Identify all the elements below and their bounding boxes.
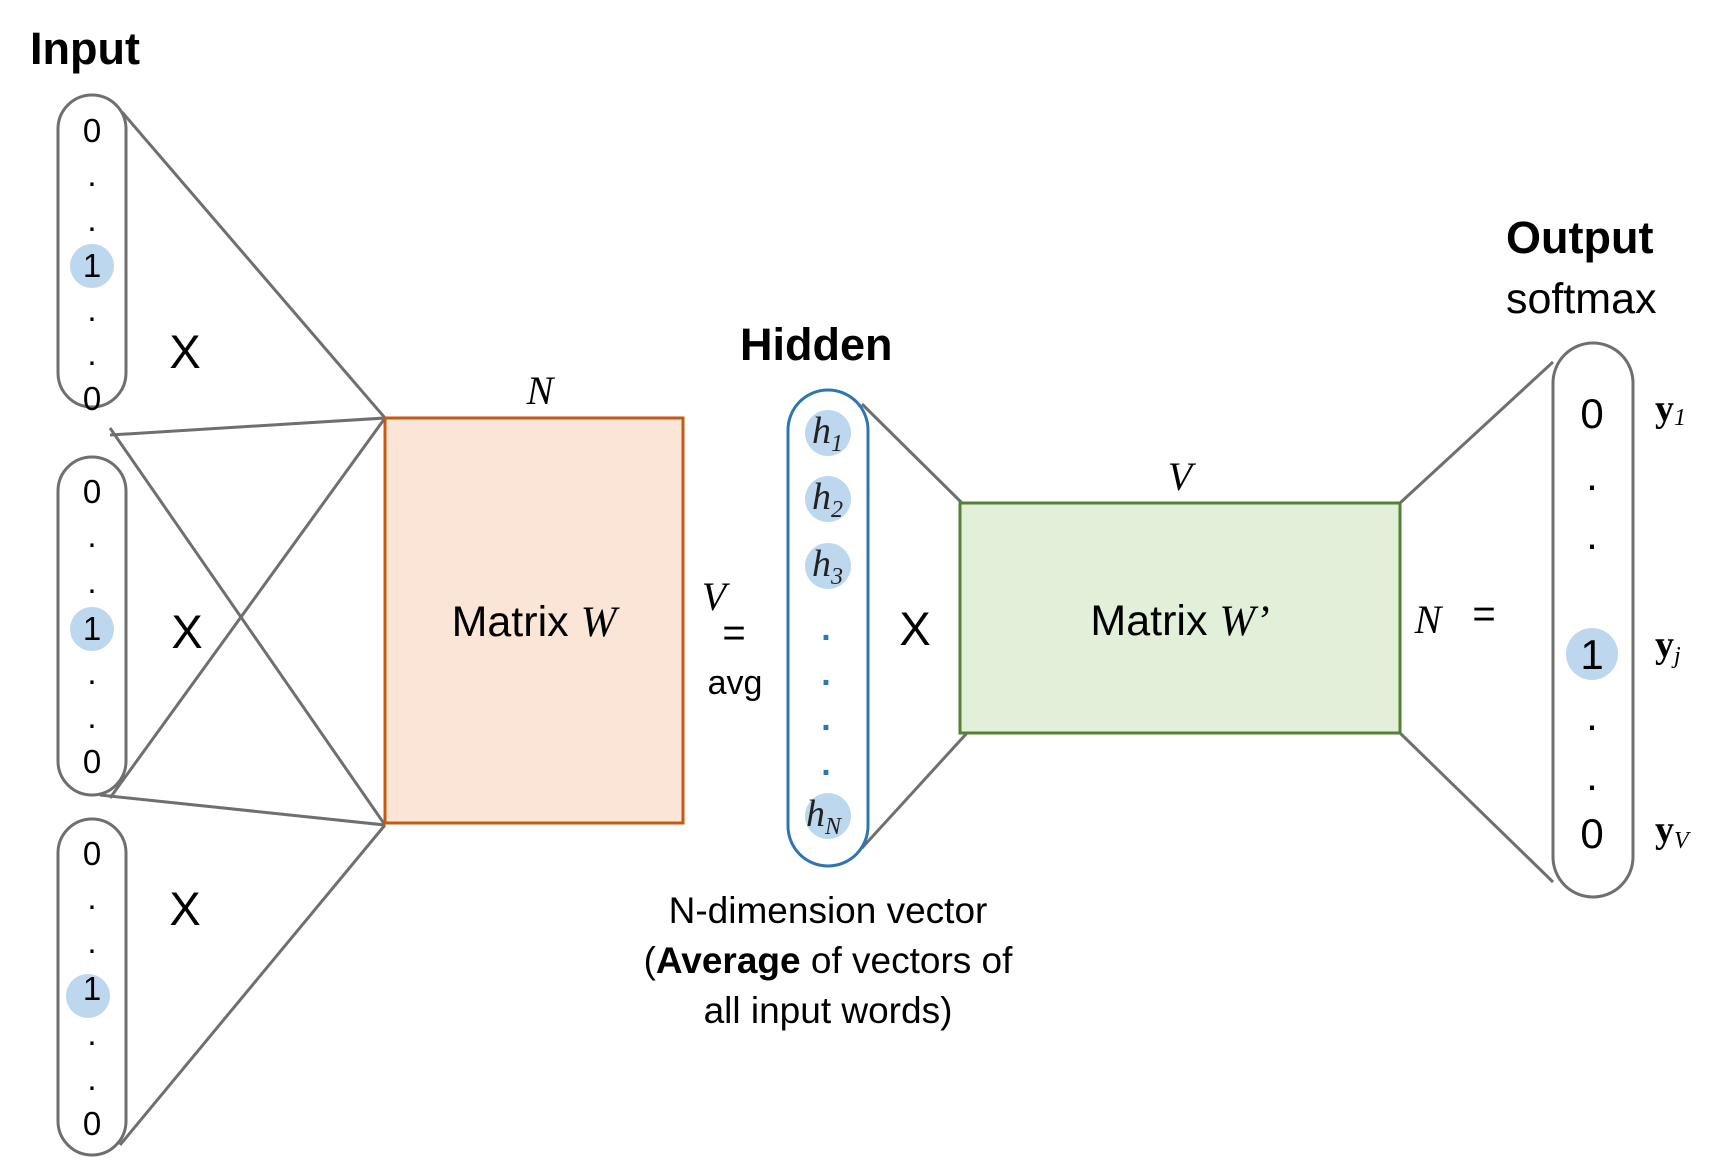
vector-value: 1 xyxy=(83,610,101,647)
vector-value: 0 xyxy=(1580,390,1603,437)
output-subtitle: softmax xyxy=(1506,275,1657,323)
caption-line-2: (Average of vectors of xyxy=(644,940,1014,981)
output-title: Output xyxy=(1506,212,1653,263)
connector-line xyxy=(109,416,386,437)
vector-value: 0 xyxy=(83,1105,101,1142)
multiply-sign: X xyxy=(169,882,200,935)
ellipsis-dot: . xyxy=(87,654,96,691)
caption-line-1: N-dimension vector xyxy=(669,890,988,931)
ellipsis-dot: . xyxy=(87,923,96,960)
matrix-w-dim-n: N xyxy=(526,368,556,413)
matrix-w-label: Matrix W xyxy=(452,598,621,646)
one-hot-highlight xyxy=(66,974,110,1018)
hidden-title: Hidden xyxy=(740,319,893,370)
ellipsis-dot: . xyxy=(1586,692,1598,739)
output-label-yv: yV xyxy=(1655,809,1691,854)
ellipsis-dot: . xyxy=(1586,511,1598,558)
ellipsis-dot: . xyxy=(87,698,96,735)
output-label-y1: y1 xyxy=(1655,388,1686,431)
input-title: Input xyxy=(30,23,140,74)
vector-value: 1 xyxy=(83,247,101,284)
hidden-unit-h3: h3 xyxy=(812,543,843,590)
vector-value: 0 xyxy=(83,473,101,510)
connector-line xyxy=(99,793,386,827)
connector-line xyxy=(108,417,387,799)
equals-sign: = xyxy=(722,611,745,655)
matrix-w-box xyxy=(383,416,685,825)
one-hot-highlight xyxy=(1566,628,1618,680)
vector-value: 0 xyxy=(83,835,101,872)
vector-value: 0 xyxy=(83,380,101,417)
multiply-sign: X xyxy=(169,325,200,378)
hidden-unit-highlight xyxy=(805,543,851,589)
ellipsis-dot: . xyxy=(87,517,96,554)
vector-value: 0 xyxy=(83,743,101,780)
connector-line xyxy=(120,111,387,419)
ellipsis-dot: . xyxy=(87,201,96,238)
ellipsis-dot: . xyxy=(87,1015,96,1052)
connector-line xyxy=(108,427,387,826)
hidden-caption: N-dimension vector (Average of vectors o… xyxy=(644,890,1014,1031)
avg-label: avg xyxy=(708,664,763,702)
ellipsis-dot: . xyxy=(87,563,96,600)
vector-value: 0 xyxy=(1580,810,1603,857)
input-vector-1: 0 . . 1 . . 0 xyxy=(56,93,128,417)
connector-line xyxy=(1398,731,1555,884)
matrix-w-prime-box xyxy=(958,501,1402,735)
one-hot-highlight xyxy=(70,607,114,651)
ellipsis-dot: . xyxy=(87,156,96,193)
ellipsis-dot: . xyxy=(87,879,96,916)
input-vector-3: 0 . . 1 . . 0 xyxy=(56,817,128,1157)
ellipsis-dot: . xyxy=(87,291,96,328)
connector-line xyxy=(860,402,964,505)
vector-value: 0 xyxy=(83,112,101,149)
multiply-sign: X xyxy=(171,605,202,658)
multiply-sign: X xyxy=(899,602,930,655)
output-label-yj: yj xyxy=(1655,624,1681,669)
equals-sign: = xyxy=(1472,592,1495,636)
output-vector: 0 . . 1 . . 0 y1 yj yV xyxy=(1551,341,1691,899)
vector-value: 1 xyxy=(1580,631,1603,678)
hidden-unit-highlight xyxy=(805,476,851,522)
ellipsis-dot: . xyxy=(1586,452,1598,499)
matrix-w-prime-dim-n: N xyxy=(1414,597,1444,642)
matrix-w-prime: Matrix W’ V N xyxy=(958,454,1444,735)
connector-line xyxy=(118,824,387,1146)
hidden-unit-highlight xyxy=(805,410,851,456)
ellipsis-dot: . xyxy=(821,745,830,783)
input-vector-2: 0 . . 1 . . 0 xyxy=(56,455,128,797)
ellipsis-dot: . xyxy=(821,655,830,693)
matrix-w: Matrix W N V xyxy=(383,368,731,825)
connector-lines xyxy=(99,111,1555,1146)
caption-line-3: all input words) xyxy=(704,990,953,1031)
hidden-unit-highlight xyxy=(805,793,851,839)
connector-line xyxy=(860,731,969,850)
hidden-unit-h1: h1 xyxy=(812,410,843,457)
ellipsis-dot: . xyxy=(87,1060,96,1097)
output-vector-outline xyxy=(1551,341,1635,899)
connector-line xyxy=(1398,360,1555,505)
ellipsis-dot: . xyxy=(1586,752,1598,799)
hidden-unit-hn: hN xyxy=(806,793,843,840)
matrix-w-prime-label: Matrix W’ xyxy=(1090,597,1269,645)
matrix-w-prime-dim-v: V xyxy=(1168,454,1197,499)
matrix-w-dim-v: V xyxy=(702,574,731,619)
ellipsis-dot: . xyxy=(821,700,830,738)
hidden-vector: h1 h2 h3 hN . . . . xyxy=(786,388,870,868)
ellipsis-dot: . xyxy=(821,610,830,648)
vector-value: 1 xyxy=(83,970,101,1007)
ellipsis-dot: . xyxy=(87,335,96,372)
one-hot-highlight xyxy=(70,244,114,288)
hidden-unit-h2: h2 xyxy=(812,476,843,523)
